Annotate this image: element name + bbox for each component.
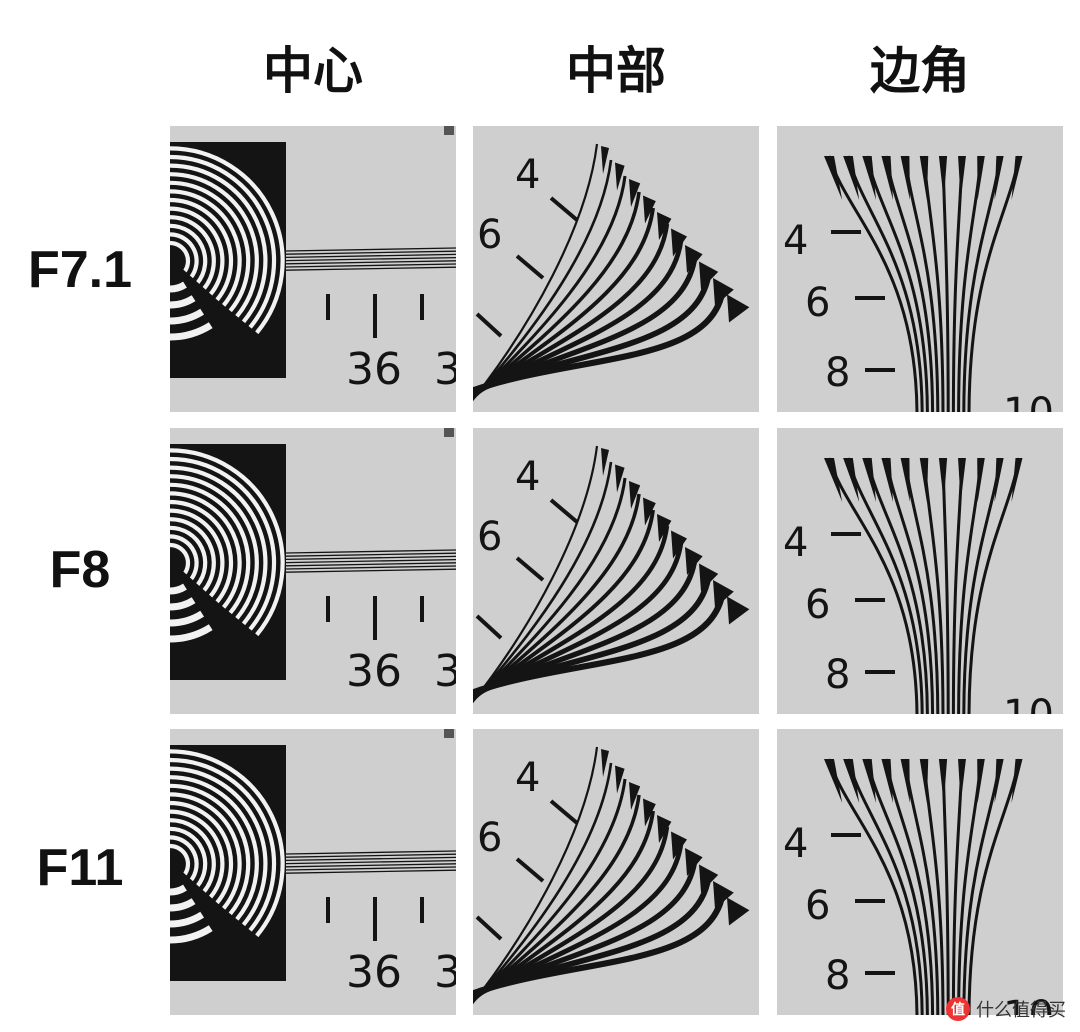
scale-number-partial: 3 (434, 646, 456, 697)
row-label-f11: F11 (36, 839, 124, 897)
scale-number: 36 (346, 646, 402, 697)
vertical-fan-pattern (824, 155, 1023, 412)
column-header-corner: 边角 (870, 42, 970, 100)
crop-corner-f8: 4 6 8 10 (777, 428, 1063, 714)
tick-mark (475, 915, 503, 941)
resolution-chart-image: 4 6 8 10 (777, 428, 1063, 714)
tick-mark (549, 196, 579, 222)
crop-center-f7-1: 36 3 (170, 126, 456, 412)
horizontal-line-bundle (285, 247, 456, 271)
scale-number: 8 (825, 350, 850, 396)
watermark: 值 什么值得买 (946, 996, 1066, 1022)
scale-number-partial: 10 (1003, 390, 1054, 412)
resolution-chart-image: 36 3 (170, 126, 456, 412)
scale-number: 4 (783, 218, 808, 264)
scale-number: 36 (346, 947, 402, 998)
crop-center-f11: 36 3 (170, 729, 456, 1015)
resolution-chart-image: 4 6 8 10 (777, 126, 1063, 412)
scale-number: 6 (477, 514, 502, 560)
scale-number: 6 (477, 815, 502, 861)
scale-number-partial: 3 (434, 344, 456, 395)
column-header-center: 中心 (263, 42, 363, 100)
horizontal-line-bundle (285, 549, 456, 573)
crop-corner-f7-1: 4 6 8 10 (777, 126, 1063, 412)
tick-mark (549, 799, 579, 825)
tick-mark (475, 312, 503, 338)
scale-number: 36 (346, 344, 402, 395)
tick-mark (549, 498, 579, 524)
scale-number: 4 (783, 821, 808, 867)
scale-number: 8 (825, 652, 850, 698)
tick-mark (515, 254, 545, 280)
tick-mark (475, 614, 503, 640)
scale-number-partial: 10 (1003, 993, 1054, 1015)
vertical-fan-pattern (824, 758, 1023, 1015)
watermark-text: 什么值得买 (976, 1000, 1066, 1021)
fan-wedge-pattern (473, 746, 750, 1005)
column-header-middle: 中部 (566, 42, 666, 100)
scale-number: 4 (783, 520, 808, 566)
tick-mark (515, 857, 545, 883)
scale-number: 6 (805, 883, 830, 929)
fan-wedge-pattern (473, 445, 750, 704)
concentric-ring-pattern (170, 448, 285, 643)
resolution-chart-image: 46 (473, 428, 759, 714)
scale-number: 6 (805, 280, 830, 326)
scale-number: 6 (805, 582, 830, 628)
scale-number-partial: 3 (434, 947, 456, 998)
row-label-f8: F8 (49, 541, 111, 599)
scale-number: 8 (825, 953, 850, 999)
scale-number-partial: 10 (1003, 692, 1054, 714)
scale-number: 4 (515, 454, 540, 500)
resolution-chart-image: 36 3 (170, 729, 456, 1015)
concentric-ring-pattern (170, 749, 285, 944)
crop-corner-f11: 4 6 8 10 (777, 729, 1063, 1015)
scale-number: 4 (515, 152, 540, 198)
resolution-chart-image: 46 (473, 729, 759, 1015)
scale-number: 4 (515, 755, 540, 801)
horizontal-line-bundle (285, 850, 456, 874)
vertical-fan-pattern (824, 457, 1023, 714)
resolution-chart-image: 36 3 (170, 428, 456, 714)
watermark-logo-icon: 值 (946, 997, 970, 1021)
tick-mark (515, 556, 545, 582)
resolution-chart-image: 4 6 8 10 (777, 729, 1063, 1015)
resolution-chart-image: 46 (473, 126, 759, 412)
concentric-ring-pattern (170, 146, 285, 341)
row-label-f7-1: F7.1 (27, 241, 133, 299)
crop-center-f8: 36 3 (170, 428, 456, 714)
fan-wedge-pattern (473, 143, 750, 402)
scale-number: 6 (477, 212, 502, 258)
